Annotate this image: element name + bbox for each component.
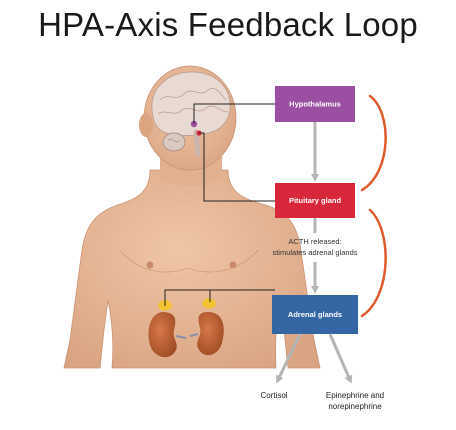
connector-lines xyxy=(164,103,275,306)
acth-label-line1: ACTH released: xyxy=(288,237,341,246)
output-epinephrine-line2: norepinephrine xyxy=(328,402,382,411)
output-cortisol: Cortisol xyxy=(260,391,287,400)
feedback-arc-bottom xyxy=(360,208,387,318)
feedback-arc-top xyxy=(360,94,387,192)
adrenal-label: Adrenal glands xyxy=(288,310,342,319)
pituitary-box: Pituitary gland xyxy=(275,183,355,218)
pituitary-label: Pituitary gland xyxy=(289,196,342,205)
output-epinephrine-line1: Epinephrine and xyxy=(326,391,384,400)
feedback-arcs xyxy=(360,94,387,318)
page-title: HPA-Axis Feedback Loop xyxy=(38,6,418,43)
right-adrenal xyxy=(202,298,216,309)
human-body-figure xyxy=(63,65,321,369)
flow-arrows xyxy=(276,122,353,384)
kidneys xyxy=(148,298,224,358)
adrenal-box: Adrenal glands xyxy=(272,295,358,334)
acth-label-line2: stimulates adrenal glands xyxy=(272,248,357,257)
hypothalamus-label: Hypothalamus xyxy=(289,100,341,109)
arrow-adrenal-to-epinephrine xyxy=(328,333,353,384)
hypothalamus-box: Hypothalamus xyxy=(275,86,355,122)
brain xyxy=(151,71,231,136)
ear xyxy=(139,113,153,137)
torso xyxy=(63,169,321,369)
left-kidney xyxy=(148,312,177,358)
right-kidney xyxy=(197,312,224,356)
arrow-adrenal-to-cortisol xyxy=(276,333,302,384)
